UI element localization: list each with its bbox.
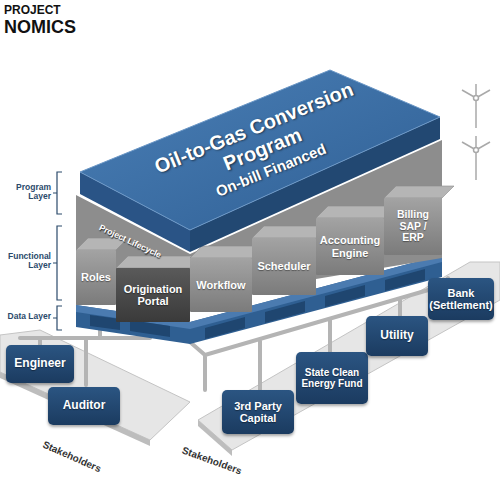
block-label: 3rd Party Capital [226,400,290,425]
group-label: Stakeholders [33,435,111,478]
block-label: Scheduler [257,260,310,272]
stakeholder-box: Bank (Settlement) [428,278,494,320]
block-label: State Clean Energy Fund [300,367,364,389]
layer-label: Functional Layer [2,252,51,271]
wind-turbine [462,84,490,180]
block-label: Utility [380,329,413,342]
function-block: Origination Portal [116,268,190,322]
data-layer [76,255,442,344]
layer-label: Program Layer [2,183,51,202]
function-block: Accounting Engine [316,218,384,275]
block-label: Engineer [14,357,65,370]
function-block: Roles [76,250,116,305]
block-label: Roles [81,271,111,283]
logo-text: NOMICS [4,18,114,38]
block-label: Accounting Engine [320,234,381,259]
stakeholder-box: State Clean Energy Fund [296,352,368,404]
block-label: Bank (Settlement) [429,287,493,312]
layer-label: Data Layer [2,312,51,321]
block-label: Origination Portal [120,283,186,308]
block-label: Workflow [196,279,245,291]
function-block: Workflow [190,258,252,312]
stakeholder-base [0,372,150,446]
layer-bracket [53,172,62,330]
stakeholder-box: Engineer [6,345,74,383]
logo-text: PROJECT [4,4,94,17]
group-label: Stakeholders [173,441,252,479]
stakeholder-box: Auditor [48,387,120,425]
function-block: Billing SAP / ERP [384,198,442,255]
block-label: Auditor [63,399,106,412]
stakeholder-box: Utility [366,316,428,356]
block-label: Billing SAP / ERP [388,209,438,244]
function-block: Scheduler [252,238,316,295]
stakeholder-box: 3rd Party Capital [222,390,294,434]
